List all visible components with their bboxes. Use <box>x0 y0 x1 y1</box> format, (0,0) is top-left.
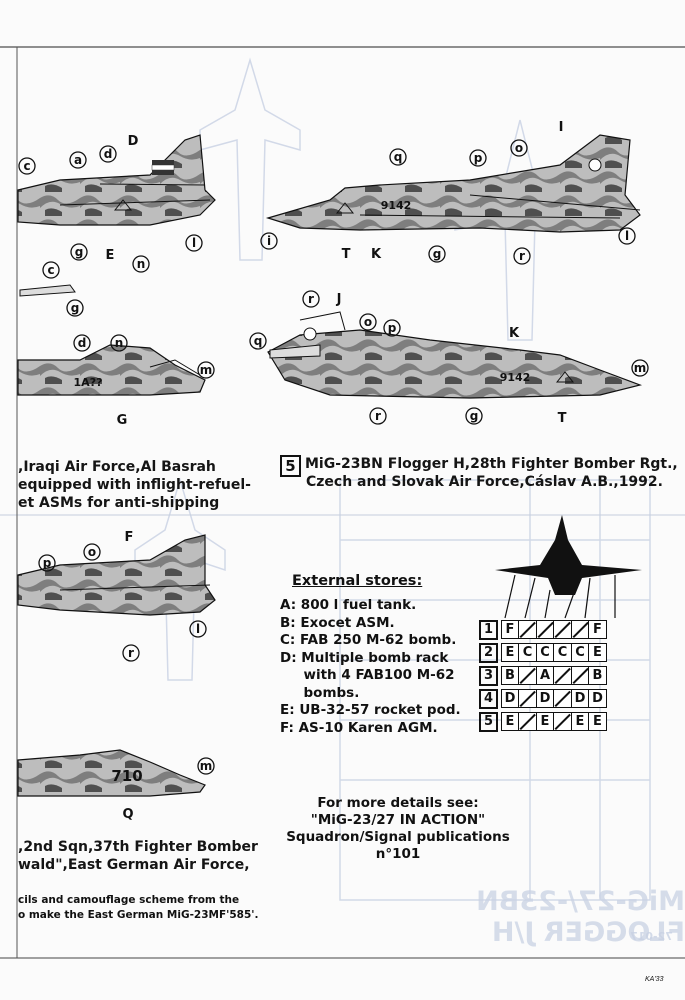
footnote: cils and camouflage scheme from the o ma… <box>18 894 259 921</box>
callout: r <box>308 292 314 306</box>
callout: T <box>558 411 567 426</box>
callout: o <box>364 315 372 329</box>
czech-serial-2: 9142 <box>500 371 531 384</box>
profile-iraq-top <box>17 134 216 297</box>
caption-czech: MiG-23BN Flogger H,28th Fighter Bomber R… <box>305 456 678 490</box>
callout: g <box>71 301 80 315</box>
caption-east-german: ,2nd Sqn,37th Fighter Bomber wald",East … <box>18 839 258 873</box>
aircraft-front-silhouette <box>495 515 642 619</box>
profile-german-top <box>17 534 216 616</box>
more-details-note: For more details see: "MiG-23/27 IN ACTI… <box>286 795 510 862</box>
callout: m <box>200 363 213 377</box>
profile-czech-top <box>265 134 641 233</box>
store-item: A: 800 l fuel tank. <box>280 597 417 613</box>
callout: g <box>470 409 479 423</box>
callout: I <box>559 120 564 135</box>
callout: q <box>254 334 263 348</box>
callout: D <box>128 134 139 149</box>
callout: F <box>125 530 134 545</box>
callout: d <box>78 336 87 350</box>
german-serial: 710 <box>111 767 142 785</box>
callout: Q <box>122 807 133 822</box>
store-item: C: FAB 250 M-62 bomb. <box>280 632 457 648</box>
profile-iraq-bottom <box>17 344 206 396</box>
store-item: with 4 FAB100 M-62 <box>280 667 455 683</box>
store-item: E: UB-32-57 rocket pod. <box>280 702 461 718</box>
callout: K <box>509 326 520 341</box>
callout: g <box>433 247 442 261</box>
store-item: D: Multiple bomb rack <box>280 649 449 666</box>
callout: l <box>196 622 200 636</box>
callout: a <box>74 153 82 167</box>
callout: g <box>75 245 84 259</box>
callout: n <box>137 257 146 271</box>
store-item: F: AS-10 Karen AGM. <box>280 719 438 736</box>
callout: c <box>23 159 30 173</box>
store-item: B: Exocet ASM. <box>280 614 395 631</box>
callout: r <box>128 646 134 660</box>
callout: p <box>43 556 52 570</box>
callout: i <box>267 234 271 248</box>
callout: G <box>117 413 128 428</box>
store-item: bombs. <box>280 684 360 701</box>
callout: c <box>47 263 54 277</box>
callout: r <box>519 249 525 263</box>
profile-german-bottom <box>17 749 206 797</box>
callout: d <box>104 147 113 161</box>
callout: o <box>515 141 523 155</box>
callout: E <box>106 248 115 263</box>
callout: l <box>625 229 629 243</box>
callout: K <box>371 247 382 262</box>
callout: J <box>336 292 342 307</box>
external-stores-title: External stores: <box>292 573 423 589</box>
callout: m <box>200 759 213 773</box>
profile-czech-bottom <box>267 311 643 399</box>
profile-number: 5 <box>280 455 301 477</box>
credit-mark: KA'33 <box>645 976 664 983</box>
callout: r <box>375 409 381 423</box>
external-stores-list: A: 800 l fuel tank. B: Exocet ASM. C: FA… <box>280 597 461 737</box>
callout: p <box>474 151 483 165</box>
callout: m <box>634 361 647 375</box>
callout: o <box>88 545 96 559</box>
iraq-serial: 1A?? <box>74 376 103 389</box>
callout: T <box>342 247 351 262</box>
callout: l <box>192 236 196 250</box>
caption-iraq: ,Iraqi Air Force,Al Basrah equipped with… <box>18 459 251 511</box>
callout: p <box>388 321 397 335</box>
callout: q <box>394 150 403 164</box>
czech-serial: 9142 <box>381 199 412 212</box>
callout: n <box>115 336 124 350</box>
